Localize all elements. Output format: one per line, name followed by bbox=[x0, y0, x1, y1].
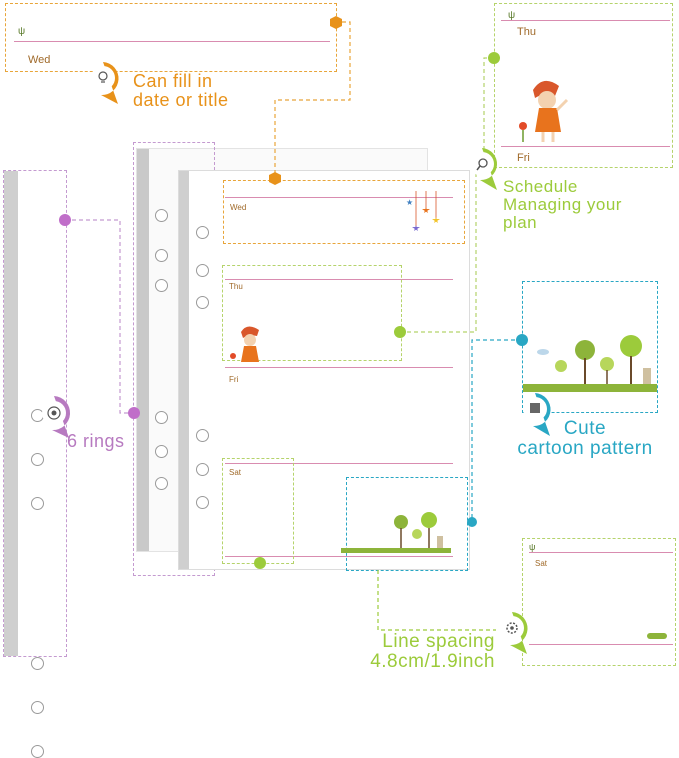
schedule-callout: Schedule Managing your plan bbox=[503, 177, 622, 232]
thu-zoom-label: Thu bbox=[517, 26, 536, 38]
lightbulb-icon bbox=[91, 62, 119, 104]
grass-icon bbox=[647, 633, 667, 639]
spacing-callout: Line spacing 4.8cm/1.9inch bbox=[370, 631, 495, 672]
rings-callout: 6 rings bbox=[67, 431, 125, 451]
sat-zoom-box: ψ Sat bbox=[522, 538, 676, 666]
cartoon-zoom-box bbox=[522, 281, 658, 413]
svg-text:★: ★ bbox=[406, 198, 413, 207]
sat-zoom-label: Sat bbox=[535, 559, 548, 568]
wed-zoom-label: Wed bbox=[28, 54, 51, 66]
front-sheet bbox=[178, 170, 470, 570]
sprout-icon: ψ bbox=[508, 10, 516, 21]
trees-illustration bbox=[341, 512, 451, 553]
connector-lines bbox=[42, 16, 551, 654]
girl-small-illustration bbox=[230, 326, 259, 362]
target-icon bbox=[42, 396, 71, 438]
magnifier-icon bbox=[470, 148, 498, 190]
trees-large-illustration bbox=[523, 335, 657, 392]
girl-illustration bbox=[519, 80, 569, 142]
wed-sheet-label: Wed bbox=[230, 203, 247, 212]
sat-sheet-label: Sat bbox=[229, 468, 242, 477]
wed-sheet-box: Wed ★ bbox=[223, 180, 465, 244]
thu-fri-zoom-box: ψ Thu Fri bbox=[494, 3, 673, 168]
gear-icon bbox=[500, 612, 528, 654]
sprout-icon: ψ bbox=[529, 542, 536, 552]
thu-sheet-label: Thu bbox=[229, 282, 243, 291]
thu-sheet-box: Thu bbox=[222, 265, 402, 362]
hanging-stars-icon: ★ bbox=[406, 191, 440, 231]
sprout-icon: ψ bbox=[18, 26, 26, 37]
stamp-icon bbox=[523, 393, 551, 436]
fri-sheet-label: Fri bbox=[229, 375, 239, 384]
cartoon-callout: Cute cartoon pattern bbox=[517, 418, 653, 459]
wed-zoom-box: ψ Wed bbox=[5, 3, 337, 72]
fill-date-callout: Can fill in date or title bbox=[133, 71, 229, 110]
fri-zoom-label: Fri bbox=[517, 152, 530, 164]
